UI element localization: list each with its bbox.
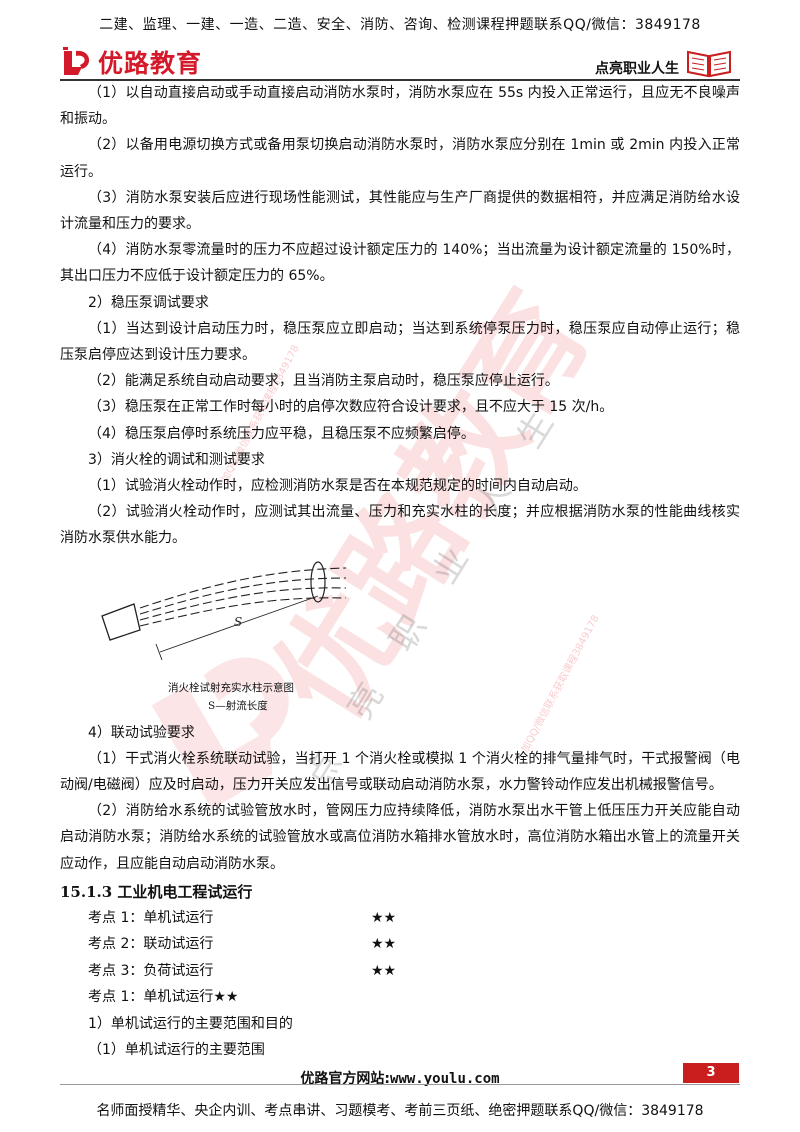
diagram-label-s: S (234, 615, 242, 629)
kaodian-label: 考点 3：负荷试运行 (88, 962, 214, 979)
subheading: 1）单机试运行的主要范围和目的 (88, 1015, 293, 1032)
subheading: （1）单机试运行的主要范围 (88, 1041, 265, 1058)
paragraph: （1）试验消火栓动作时，应检测消防水泵是否在本规范规定的时间内自动启动。 (88, 478, 587, 495)
top-banner: 二建、监理、一建、一造、二造、安全、消防、咨询、检测课程押题联系QQ/微信：38… (99, 17, 701, 33)
paragraph: （1）以自动直接启动或手动直接启动消防水泵时，消防水泵应在 55s 内投入正常运… (60, 85, 740, 128)
bottom-banner: 名师面授精华、央企内训、考点串讲、习题模考、考前三页纸、绝密押题联系QQ/微信：… (96, 1103, 704, 1119)
paragraph: （4）消防水泵零流量时的压力不应超过设计额定压力的 140%；当出流量为设计额定… (60, 242, 740, 285)
footer-divider (60, 1084, 740, 1085)
subheading: 3）消火栓的调试和测试要求 (88, 451, 265, 468)
paragraph: （2）消防给水系统的试验管放水时，管网压力应持续降低，消防水泵出水干管上低压压力… (60, 803, 740, 872)
website-url[interactable]: www.youlu.com (390, 1071, 500, 1087)
subheading: 2）稳压泵调试要求 (88, 294, 209, 311)
page-content: （1）以自动直接启动或手动直接启动消防水泵时，消防水泵应在 55s 内投入正常运… (60, 80, 740, 1063)
paragraph: （2）以备用电源切换方式或备用泵切换启动消防水泵时，消防水泵应分别在 1min … (60, 137, 740, 180)
hydrant-diagram-drawing: S (101, 561, 347, 660)
paragraph: （4）稳压泵启停时系统压力应平稳，且稳压泵不应频繁启停。 (88, 425, 475, 442)
paragraph: （3）稳压泵在正常工作时每小时的启停次数应符合设计要求，且不应大于 15 次/h… (88, 399, 614, 416)
hydrant-diagram: S 消火栓试射充实水柱示意图 S—射流长度 (60, 552, 740, 720)
website-label: 优路官方网站: (300, 1071, 391, 1087)
logo-text: 优路教育 (98, 49, 203, 78)
header-divider (60, 79, 740, 81)
kaodian-row: 考点 3：负荷试运行 ★★ (60, 958, 740, 985)
header-slogan: 点亮职业人生 (595, 61, 679, 77)
subheading: 4）联动试验要求 (88, 724, 195, 741)
paragraph: （1）当达到设计启动压力时，稳压泵应立即启动；当达到系统停泵压力时，稳压泵应自动… (60, 320, 740, 364)
kaodian-label: 考点 1：单机试运行 (88, 909, 214, 926)
section-title: 15.1.3 工业机电工程试运行 (60, 882, 253, 901)
kaodian-stars: ★★ (371, 936, 397, 953)
paragraph: （3）消防水泵安装后应进行现场性能测试，其性能应与生产厂商提供的数据相符，并应满… (60, 189, 740, 233)
kaodian-stars: ★★ (371, 962, 397, 979)
youlu-logo-icon (63, 47, 90, 75)
diagram-legend: S—射流长度 (208, 699, 268, 712)
open-book-icon (687, 50, 731, 78)
paragraph: （2）试验消火栓动作时，应测试其出流量、压力和充实水柱的长度；并应根据消防水泵的… (60, 504, 740, 547)
paragraph: （1）干式消火栓系统联动试验，当打开 1 个消火栓或模拟 1 个消火栓的排气量排… (60, 750, 740, 794)
kaodian-row: 考点 1：单机试运行 ★★ (60, 905, 740, 932)
kaodian-stars: ★★ (371, 909, 397, 926)
kaodian-row: 考点 2：联动试运行 ★★ (60, 931, 740, 958)
youlu-logo: 优路教育 (60, 44, 202, 80)
footer-website: 优路官方网站:www.youlu.com (0, 1068, 800, 1088)
page-number: 3 (683, 1063, 739, 1083)
paragraph: （2）能满足系统自动启动要求，且当消防主泵启动时，稳压泵应停止运行。 (88, 373, 559, 390)
kaodian-label: 考点 2：联动试运行 (88, 936, 214, 953)
kaodian-heading: 考点 1：单机试运行★★ (88, 989, 239, 1006)
diagram-caption: 消火栓试射充实水柱示意图 (168, 681, 294, 694)
